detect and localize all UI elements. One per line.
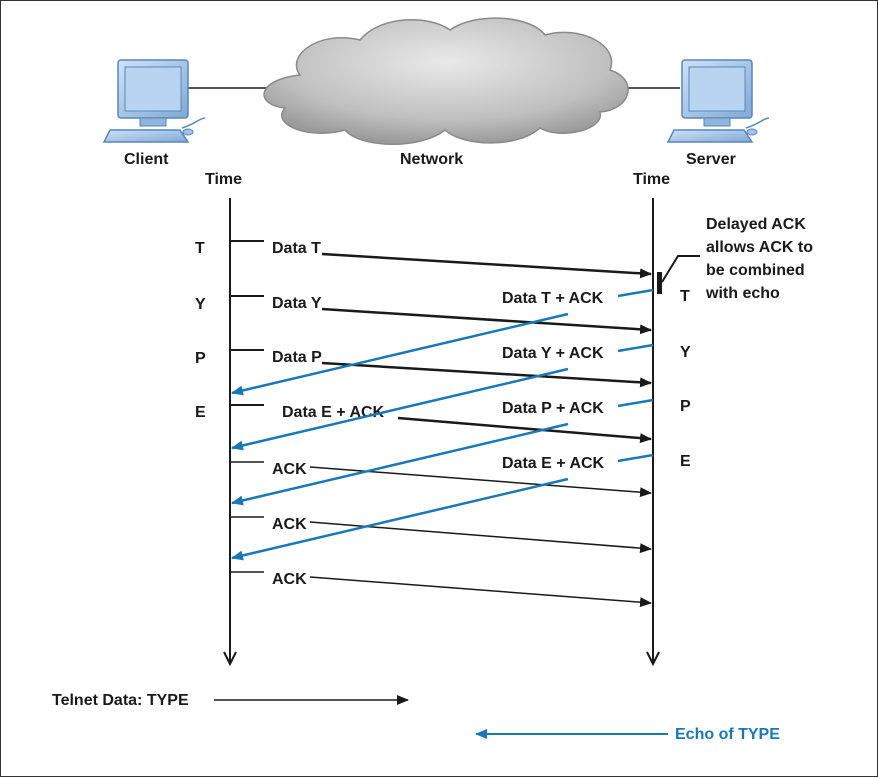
message-arrow xyxy=(309,521,652,554)
message-arrow xyxy=(321,361,652,388)
annotation-line: Delayed ACK xyxy=(706,216,806,233)
client-timeline-arrowhead xyxy=(223,651,237,667)
message-arrow xyxy=(309,576,652,608)
client-letter: Y xyxy=(195,296,206,313)
echo-message-label: Data T + ACK xyxy=(502,290,604,307)
network-cloud-icon xyxy=(263,17,629,145)
message-arrow xyxy=(321,252,652,279)
message-arrow xyxy=(321,307,652,335)
client-label: Client xyxy=(124,151,169,168)
message-label: Data T xyxy=(272,240,321,257)
telnet-data-legend-label: Telnet Data: TYPE xyxy=(52,692,189,709)
client-letter: T xyxy=(195,240,205,257)
message-arrow xyxy=(397,416,652,444)
echo-arrow xyxy=(231,367,569,451)
annotation-line: with echo xyxy=(705,285,780,302)
server-label: Server xyxy=(686,151,736,168)
message-label: Data P xyxy=(272,349,322,366)
server-letter: T xyxy=(680,288,690,305)
echo-message-label: Data E + ACK xyxy=(502,455,605,472)
client-time-label: Time xyxy=(205,171,242,188)
message-label: Data E + ACK xyxy=(282,404,385,421)
network-label: Network xyxy=(400,151,463,168)
echo-arrow xyxy=(231,312,569,396)
annotation-line: be combined xyxy=(706,262,805,279)
server-letter: E xyxy=(680,453,691,470)
server-timeline-arrowhead xyxy=(646,651,660,667)
annotation-line: allows ACK to xyxy=(706,239,813,256)
server-time-label: Time xyxy=(633,171,670,188)
client-to-server-arrows xyxy=(230,240,652,608)
client-computer-icon xyxy=(102,59,206,143)
server-computer-icon xyxy=(666,59,770,143)
server-to-client-echo-arrows xyxy=(231,288,654,561)
client-letter: P xyxy=(195,350,206,367)
echo-message-label: Data P + ACK xyxy=(502,400,604,417)
message-label: ACK xyxy=(272,516,307,533)
message-label: ACK xyxy=(272,571,307,588)
echo-arrow xyxy=(231,422,569,506)
server-letter: P xyxy=(680,398,691,415)
message-label: ACK xyxy=(272,461,307,478)
delayed-ack-callout xyxy=(657,255,700,294)
echo-legend-label: Echo of TYPE xyxy=(675,726,780,743)
client-letter: E xyxy=(195,404,206,421)
server-letter: Y xyxy=(680,344,691,361)
echo-message-label: Data Y + ACK xyxy=(502,345,604,362)
echo-arrow xyxy=(231,477,569,561)
message-label: Data Y xyxy=(272,295,322,312)
